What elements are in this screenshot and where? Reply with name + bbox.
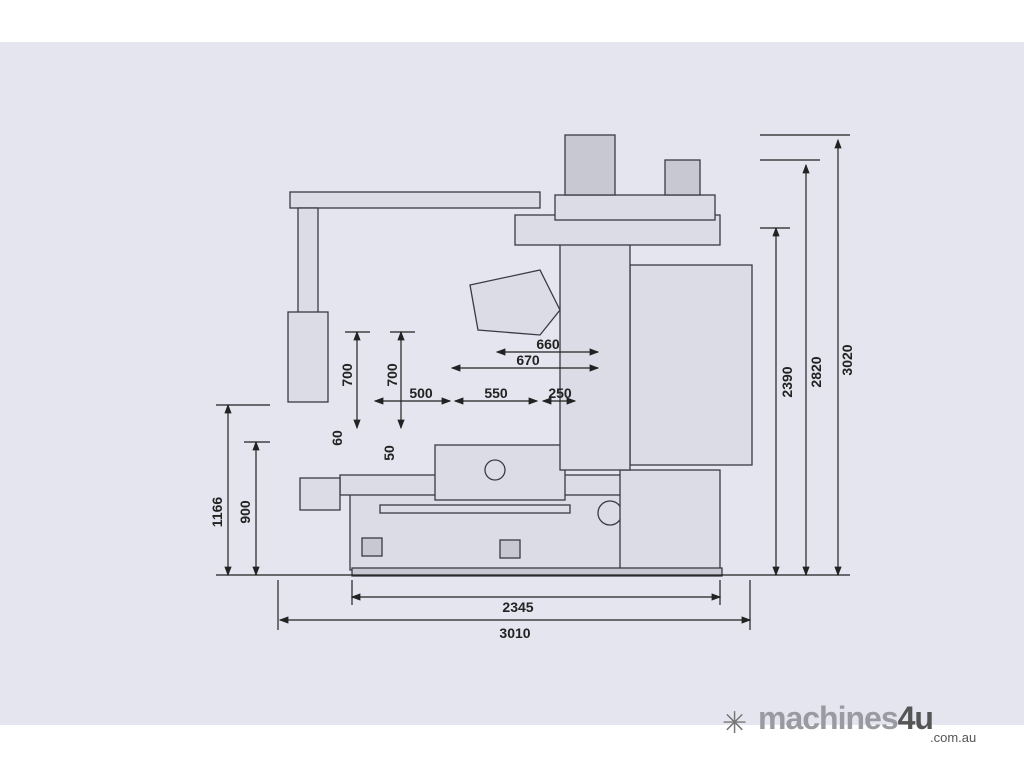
dim-3010: 3010 bbox=[499, 625, 530, 641]
electrical-cabinet bbox=[629, 264, 753, 466]
machine-base bbox=[349, 489, 636, 571]
drawing-background bbox=[0, 42, 1024, 725]
dim-2820: 2820 bbox=[808, 356, 824, 387]
motor bbox=[564, 134, 616, 196]
dim-2390: 2390 bbox=[779, 366, 795, 397]
control-pendant bbox=[287, 311, 329, 403]
logo-brand-number: 4u bbox=[897, 700, 934, 736]
column bbox=[559, 229, 631, 471]
snowflake-icon: ✳ bbox=[722, 707, 748, 740]
dim-700-b: 700 bbox=[384, 363, 400, 387]
dim-660: 660 bbox=[536, 336, 560, 352]
machines4u-logo: ✳ machines4u .com.au bbox=[722, 700, 976, 745]
logo-brand: machines bbox=[758, 700, 899, 736]
dim-3020: 3020 bbox=[839, 344, 855, 375]
logo-domain: .com.au bbox=[930, 730, 977, 745]
dim-670: 670 bbox=[516, 352, 540, 368]
column-base bbox=[619, 469, 721, 571]
dim-700-a: 700 bbox=[339, 363, 355, 387]
dim-900: 900 bbox=[237, 500, 253, 524]
handwheel-housing bbox=[299, 477, 341, 511]
machine-outline bbox=[287, 134, 753, 577]
dim-550: 550 bbox=[484, 385, 508, 401]
dim-500: 500 bbox=[409, 385, 433, 401]
dim-250: 250 bbox=[548, 385, 572, 401]
pendant-arm bbox=[289, 191, 541, 209]
dim-2345: 2345 bbox=[502, 599, 533, 615]
dimension-lines bbox=[216, 134, 850, 630]
dim-1166: 1166 bbox=[209, 497, 225, 528]
milling-head bbox=[469, 269, 561, 336]
dim-60: 60 bbox=[329, 430, 345, 446]
dim-50: 50 bbox=[381, 445, 397, 461]
